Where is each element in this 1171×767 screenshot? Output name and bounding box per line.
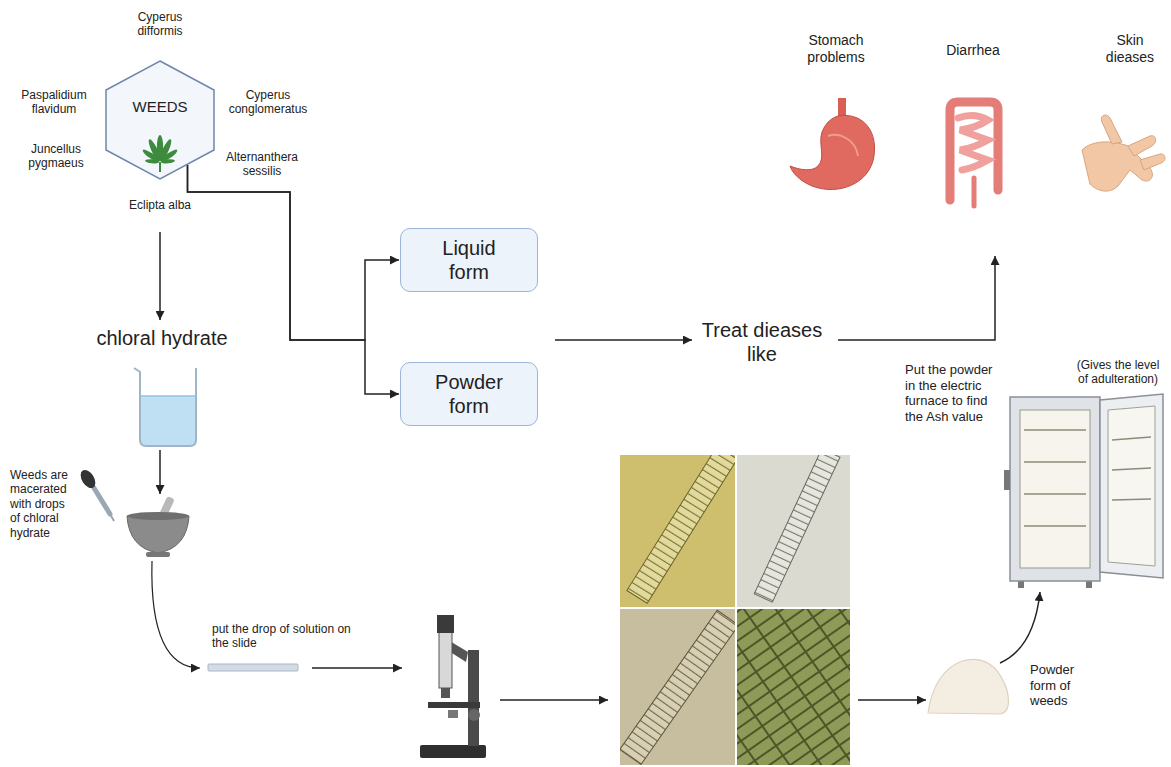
step-note: (Gives the level of adulteration) [1070,358,1166,387]
disease-label: Skin dieases [1100,32,1160,66]
intestine-icon [950,102,998,206]
step-note: put the drop of solution on the slide [212,622,362,651]
process-label: Treat dieases like [701,318,823,366]
flow-arrow [500,699,608,701]
micrograph [620,446,850,765]
flow-arrow [312,667,402,669]
step-note: Put the powder in the electric furnace t… [905,362,1000,424]
flow-arrow [159,232,161,320]
flow-arrow [152,561,200,668]
weed-name: Alternanthera sessilis [214,150,310,179]
leaf-icon [141,135,178,172]
weed-name: Paspalidium flavidum [11,88,97,117]
flow-arrow [555,339,692,341]
form-box: Powder form [400,362,538,426]
box-label: Liquid form [421,236,517,284]
weed-name: Cyperus conglomeratus [218,88,318,117]
weed-name: Cyperus difformis [127,10,193,39]
reagent-label: chloral hydrate [77,326,247,350]
disease-label: Diarrhea [933,42,1013,59]
flow-arrow [1000,592,1040,663]
hexagon-title: WEEDS [105,98,215,116]
flow-arrow [159,450,161,494]
dropper [78,467,114,521]
disease-label: Stomach problems [796,32,876,66]
weed-name: Juncellus pygmaeus [15,142,97,171]
step-note: Weeds are macerated with drops of chlora… [10,468,78,540]
microscope [420,615,486,758]
hexagon-outline [106,61,214,179]
powder-pile [928,659,1008,714]
weed-name: Eclipta alba [128,198,192,212]
flow-connector [188,165,400,394]
hexagon-outline [105,60,215,180]
weed-hexagon: WEEDS [105,60,215,180]
step-note: Powder form of weeds [1030,662,1102,709]
glass-slide [208,664,298,671]
hand-icon [1082,115,1165,191]
box-label: Powder form [421,370,517,418]
flow-arrow [838,256,995,340]
mortar [127,496,189,557]
hexagon-fill [105,60,215,180]
form-box: Liquid form [400,228,538,292]
beaker [134,368,196,446]
flow-arrow [858,699,926,701]
stomach-icon [790,98,875,189]
electric-furnace [1004,394,1163,588]
